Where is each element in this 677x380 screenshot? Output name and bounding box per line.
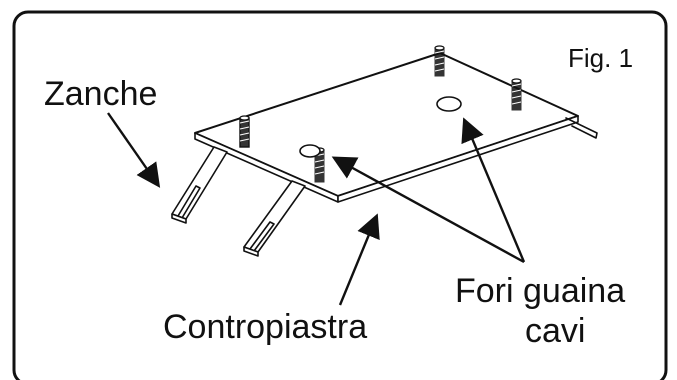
- stud-2: [434, 45, 445, 77]
- label-fori-guaina: Fori guaina: [455, 272, 625, 310]
- arrow-fori-right: [461, 117, 526, 263]
- annotation-arrows: [107, 112, 526, 306]
- mounting-legs: [171, 146, 306, 257]
- figure-label: Fig. 1: [568, 43, 633, 73]
- arrow-zanche: [107, 112, 161, 188]
- figure-frame: [12, 10, 668, 380]
- label-zanche: Zanche: [44, 75, 157, 113]
- hole-1: [299, 144, 321, 158]
- back-plate: [194, 52, 598, 203]
- stud-1: [239, 115, 250, 148]
- leg-left: [171, 146, 228, 224]
- arrow-fori-left: [331, 156, 525, 264]
- label-cavi: cavi: [525, 312, 585, 350]
- cable-holes: [299, 96, 462, 158]
- stud-3: [511, 78, 522, 111]
- leg-right: [243, 180, 306, 257]
- hole-2: [436, 96, 462, 112]
- arrow-contropiastra: [338, 213, 380, 306]
- label-contropiastra: Contropiastra: [163, 308, 367, 346]
